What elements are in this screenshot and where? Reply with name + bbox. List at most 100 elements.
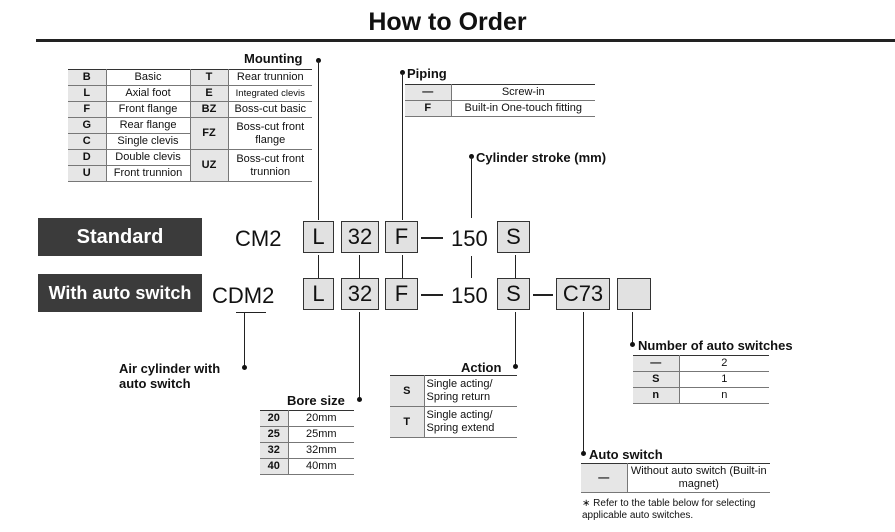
auto-switch-dot xyxy=(581,451,586,456)
auto-switch-desc: Without auto switch (Built-in magnet) xyxy=(627,463,770,493)
mounting-desc: Single clevis xyxy=(106,133,191,150)
bore-code: 40 xyxy=(260,458,289,475)
with-switch-piping-box: F xyxy=(385,278,418,310)
table-row: B Basic T Rear trunnion xyxy=(68,69,312,86)
switch-count-desc: 2 xyxy=(679,355,769,372)
auto-switch-box: C73 xyxy=(556,278,610,310)
air-cylinder-label: Air cylinder with auto switch xyxy=(119,361,220,391)
bore-leader xyxy=(359,312,360,398)
with-switch-dash xyxy=(421,294,443,296)
action-table: S Single acting/ Spring return T Single … xyxy=(390,375,517,438)
air-cylinder-leader xyxy=(244,312,245,366)
switch-count-code: n xyxy=(633,387,680,404)
mounting-desc: Front flange xyxy=(106,101,191,118)
standard-piping-box: F xyxy=(385,221,418,253)
action-code: T xyxy=(390,406,425,438)
piping-leader xyxy=(402,72,403,220)
mounting-code: FZ xyxy=(190,117,229,150)
bore-code: 20 xyxy=(260,410,289,427)
table-row: T Single acting/ Spring extend xyxy=(390,406,517,438)
mounting-desc: Integrated clevis xyxy=(228,85,312,102)
table-row: — Without auto switch (Built-in magnet) xyxy=(581,463,770,493)
with-switch-mounting-box: L xyxy=(303,278,334,310)
bore-desc: 25mm xyxy=(288,426,354,443)
with-switch-band: With auto switch xyxy=(38,274,202,312)
with-switch-stroke: 150 xyxy=(451,283,488,308)
mounting-desc: Basic xyxy=(106,69,191,86)
mounting-desc: Boss-cut front trunnion xyxy=(228,149,312,182)
standard-dash xyxy=(421,237,443,239)
switch-count-leader xyxy=(632,312,633,343)
bore-desc: 40mm xyxy=(288,458,354,475)
switch-count-code: — xyxy=(633,355,680,372)
air-cylinder-label-line2: auto switch xyxy=(119,376,191,391)
action-leader xyxy=(515,312,516,365)
piping-link xyxy=(402,255,403,278)
mounting-desc: Front trunnion xyxy=(106,165,191,182)
mounting-desc: Rear flange xyxy=(106,117,191,134)
switch-count-box xyxy=(617,278,651,310)
mounting-label: Mounting xyxy=(244,51,303,66)
mounting-code: C xyxy=(68,133,107,150)
auto-switch-leader xyxy=(583,312,584,452)
piping-label: Piping xyxy=(407,66,447,81)
bore-label: Bore size xyxy=(287,393,345,408)
action-link xyxy=(515,255,516,278)
stroke-link xyxy=(471,256,472,278)
air-cylinder-underline xyxy=(236,312,266,313)
mounting-desc: Axial foot xyxy=(106,85,191,102)
action-dot xyxy=(513,364,518,369)
switch-count-code: S xyxy=(633,371,680,388)
action-label: Action xyxy=(461,360,502,375)
bore-code: 32 xyxy=(260,442,289,459)
table-row: D Double clevis UZ Boss-cut front trunni… xyxy=(68,149,312,182)
mounting-code: B xyxy=(68,69,107,86)
mounting-code: BZ xyxy=(190,101,229,118)
table-row: S Single acting/ Spring return xyxy=(390,375,517,407)
table-row: U Front trunnion xyxy=(68,165,312,182)
air-cylinder-label-line1: Air cylinder with xyxy=(119,361,221,376)
mounting-code: D xyxy=(68,149,107,166)
with-switch-bore-box: 32 xyxy=(341,278,379,310)
mounting-desc: Boss-cut front flange xyxy=(228,117,312,150)
mounting-code: L xyxy=(68,85,107,102)
bore-dot xyxy=(357,397,362,402)
auto-switch-note: ∗ Refer to the table below for selecting… xyxy=(582,498,756,521)
standard-bore-box: 32 xyxy=(341,221,379,253)
switch-count-desc: n xyxy=(679,387,769,404)
mounting-desc: Double clevis xyxy=(106,149,191,166)
mounting-leader xyxy=(318,60,319,220)
action-desc: Single acting/ Spring extend xyxy=(424,406,517,438)
table-row: — Screw-in xyxy=(405,84,595,101)
table-row: —2 xyxy=(633,355,769,372)
standard-stroke: 150 xyxy=(451,226,488,251)
standard-mounting-box: L xyxy=(303,221,334,253)
switch-count-label: Number of auto switches xyxy=(638,338,793,353)
with-switch-dash-2 xyxy=(533,294,553,296)
mounting-code: G xyxy=(68,117,107,134)
action-desc: Single acting/ Spring return xyxy=(424,375,517,407)
standard-band: Standard xyxy=(38,218,202,256)
table-row: F Built-in One-touch fitting xyxy=(405,100,595,117)
mounting-table: B Basic T Rear trunnion L Axial foot E I… xyxy=(68,69,312,182)
page-title: How to Order xyxy=(368,8,527,36)
piping-desc: Built-in One-touch fitting xyxy=(451,100,595,117)
action-code: S xyxy=(390,375,425,407)
standard-action-box: S xyxy=(497,221,530,253)
air-cylinder-dot xyxy=(242,365,247,370)
bore-desc: 32mm xyxy=(288,442,354,459)
piping-table: — Screw-in F Built-in One-touch fitting xyxy=(405,84,595,117)
mounting-desc: Rear trunnion xyxy=(228,69,312,86)
with-switch-prefix: CDM2 xyxy=(212,283,275,308)
standard-prefix: CM2 xyxy=(235,226,282,251)
table-row: C Single clevis xyxy=(68,133,312,150)
bore-link xyxy=(359,255,360,278)
